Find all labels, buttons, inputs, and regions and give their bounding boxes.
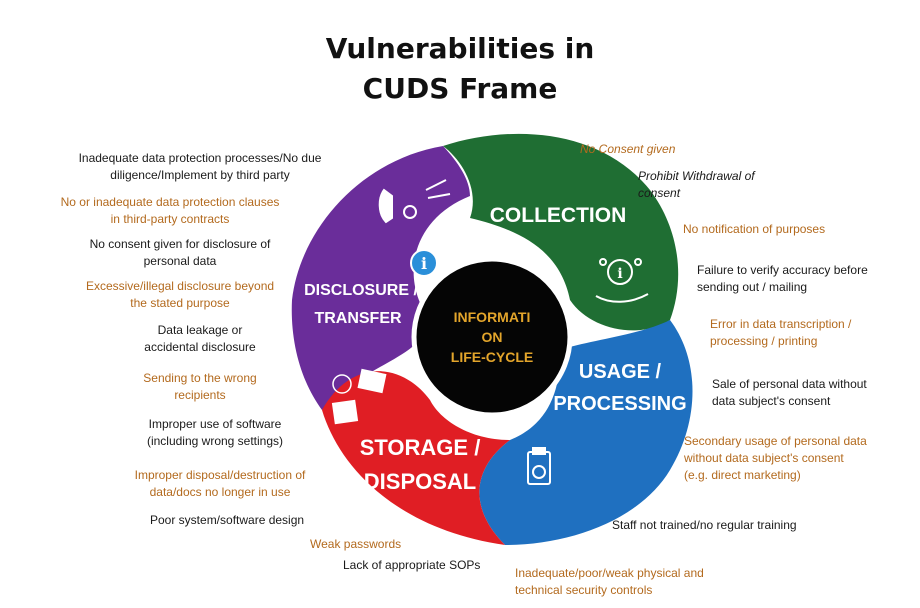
collection-segment <box>443 133 679 331</box>
left-note-2: No or inadequate data protection clauses… <box>60 195 280 226</box>
disclosure-segment <box>291 146 470 410</box>
right-note-8: Staff not trained/no regular training <box>612 518 797 532</box>
storage-segment <box>322 371 510 545</box>
svg-text:i: i <box>421 254 427 273</box>
diagram-title-line-1: Vulnerabilities in <box>325 32 595 65</box>
usage-segment <box>479 320 693 545</box>
left-note-9: Poor system/software design <box>150 513 305 527</box>
collection-label: COLLECTION <box>490 204 627 227</box>
right-note-5: Error in data transcription /processing … <box>710 317 852 348</box>
hub-label-line-2: ON <box>482 329 503 345</box>
storage-label-line-1: STORAGE / <box>360 435 481 460</box>
information-lifecycle-hub <box>411 256 573 418</box>
info-badge-icon: i <box>410 249 438 277</box>
disclosure-label-line-2: TRANSFER <box>314 310 402 327</box>
usage-label-line-2: PROCESSING <box>553 393 686 415</box>
left-note-7: Improper use of software(including wrong… <box>146 417 284 448</box>
right-note-3: No notification of purposes <box>683 222 826 236</box>
disclosure-label-line-1: DISCLOSURE / <box>304 282 418 299</box>
documents-info-icon <box>331 368 387 425</box>
hub-label-line-3: LIFE-CYCLE <box>451 349 533 365</box>
usage-label-line-1: USAGE / <box>579 361 662 383</box>
svg-text:i: i <box>617 266 622 282</box>
storage-label-line-2: DISPOSAL <box>364 469 476 494</box>
diagram-title-line-2: CUDS Frame <box>362 72 558 105</box>
left-note-11: Lack of appropriate SOPs <box>343 558 481 572</box>
left-note-1: Inadequate data protection processes/No … <box>78 151 322 182</box>
hub-label-line-1: INFORMATI <box>454 309 531 325</box>
left-note-10: Weak passwords <box>310 537 402 551</box>
hand-info-icon: i <box>595 258 649 303</box>
right-note-1: No Consent given <box>580 142 676 156</box>
clipboard-info-icon <box>527 447 551 485</box>
speaker-info-icon <box>378 179 451 224</box>
